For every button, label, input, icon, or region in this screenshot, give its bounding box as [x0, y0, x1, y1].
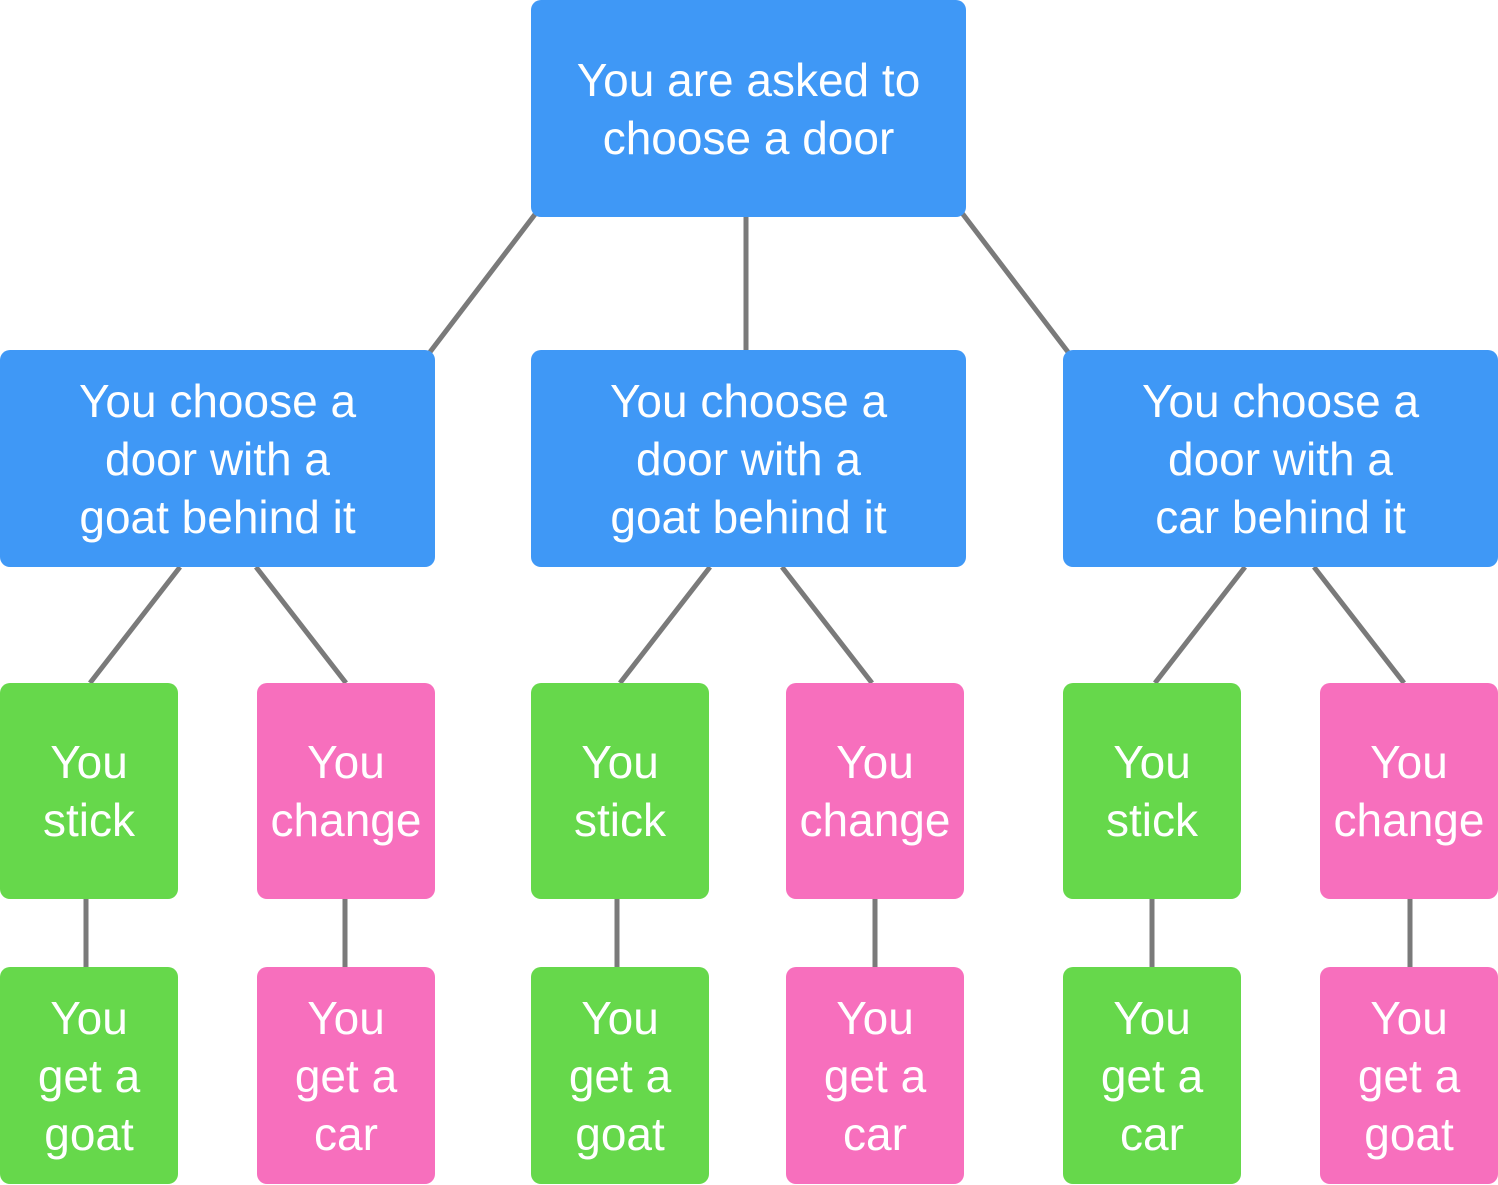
- connector-choice-3-to-change: [1312, 565, 1406, 685]
- change-node-2: You change: [786, 683, 964, 899]
- connector-root-to-choice-3: [960, 211, 1070, 354]
- result-node-change-1: You get a car: [257, 967, 435, 1184]
- result-node-stick-1: You get a goat: [0, 967, 178, 1184]
- result-node-change-2: You get a car: [786, 967, 964, 1184]
- stick-node-2: You stick: [531, 683, 709, 899]
- choice-node-goat-2: You choose a door with a goat behind it: [531, 350, 966, 567]
- connector-choice-2-to-change: [780, 565, 874, 685]
- stick-node-3: You stick: [1063, 683, 1241, 899]
- choice-node-goat-1: You choose a door with a goat behind it: [0, 350, 435, 567]
- change-node-3: You change: [1320, 683, 1498, 899]
- choice-node-car: You choose a door with a car behind it: [1063, 350, 1498, 567]
- connector-choice-2-to-stick: [618, 565, 712, 685]
- stick-node-1: You stick: [0, 683, 178, 899]
- connector-choice-1-to-change: [254, 565, 348, 685]
- connector-choice-1-to-stick: [88, 565, 182, 685]
- result-node-stick-3: You get a car: [1063, 967, 1241, 1184]
- result-node-stick-2: You get a goat: [531, 967, 709, 1184]
- connector-root-to-choice-1: [428, 211, 538, 354]
- connector-choice-3-to-stick: [1153, 565, 1247, 685]
- root-node: You are asked to choose a door: [531, 0, 966, 217]
- change-node-1: You change: [257, 683, 435, 899]
- result-node-change-3: You get a goat: [1320, 967, 1498, 1184]
